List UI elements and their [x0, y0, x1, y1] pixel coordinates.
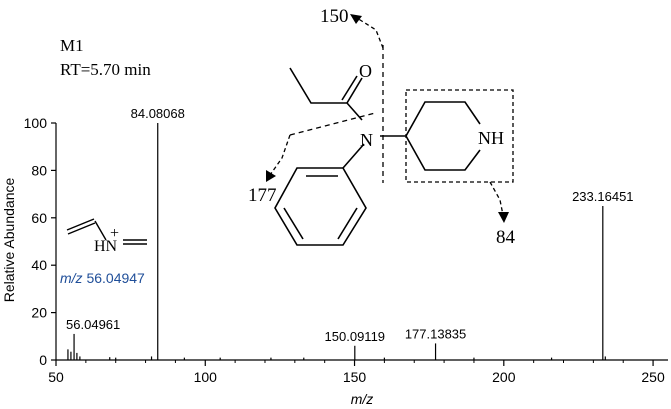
x-tick-label: 100 — [194, 369, 218, 385]
ion-mz-value: 56.04947 — [86, 270, 145, 286]
retention-time: RT=5.70 min — [60, 60, 151, 79]
arrow-177-path — [269, 134, 291, 176]
y-tick-label: 40 — [31, 257, 47, 273]
oxygen-atom: O — [359, 61, 372, 81]
peak-label: 84.08068 — [131, 106, 185, 121]
y-tick-label: 100 — [24, 115, 48, 131]
ion-charge: + — [110, 225, 119, 242]
nitrogen-atom: N — [360, 130, 373, 150]
ethyl-chain — [289, 67, 363, 121]
phenyl-double-3 — [337, 207, 358, 240]
x-tick-label: 50 — [48, 369, 64, 385]
peak-label: 177.13835 — [405, 326, 466, 341]
peak-labels: 56.04961 84.08068 150.09119 177.13835 233.16… — [66, 106, 633, 344]
ion-mz-label: m/z 56.04947 — [60, 270, 145, 286]
phenyl-ring — [274, 167, 367, 246]
peak-label: 233.16451 — [572, 189, 633, 204]
vinyl-bond-b — [67, 222, 96, 235]
axes — [55, 123, 668, 361]
y-tick-label: 0 — [39, 352, 47, 368]
cleavage-line-177 — [289, 112, 376, 136]
y-ticks: 0 20 40 60 80 100 — [24, 115, 56, 368]
x-tick-label: 250 — [641, 369, 665, 385]
fragment-label-177: 177 — [248, 185, 277, 206]
x-tick-label: 150 — [343, 369, 367, 385]
n-phenyl-bond — [342, 143, 365, 169]
ion-mz-prefix: m/z — [60, 270, 83, 286]
fragment-label-84: 84 — [496, 227, 516, 248]
peaks — [67, 123, 606, 360]
x-ticks: 50 100 150 200 250 — [48, 360, 665, 385]
arrow-84-path — [489, 181, 504, 216]
arrow-84-head — [498, 212, 509, 223]
fragment-label-150: 150 — [320, 6, 349, 27]
arrow-150-path — [356, 17, 384, 49]
ion-structure — [66, 218, 147, 245]
arrow-150-head — [350, 14, 362, 24]
amine-group: NH — [478, 128, 504, 148]
x-axis-label: m/z — [351, 391, 374, 407]
fragment-84-box — [405, 89, 514, 183]
arrow-177-head — [266, 170, 276, 182]
vinyl-bond-a — [66, 218, 95, 231]
ion-nitrogen: HN — [94, 238, 118, 255]
carbonyl-bond-2 — [341, 75, 358, 101]
y-tick-label: 20 — [31, 305, 47, 321]
peak-label: 150.09119 — [325, 329, 386, 344]
compound-name: M1 — [60, 36, 84, 55]
y-tick-label: 60 — [31, 210, 47, 226]
y-tick-label: 80 — [31, 162, 47, 178]
x-tick-label: 200 — [492, 369, 516, 385]
peak-label: 56.04961 — [66, 317, 120, 332]
chemical-structure — [266, 14, 514, 246]
y-axis-label: Relative Abundance — [1, 178, 17, 303]
piperidine-ring — [405, 101, 481, 137]
vinyl-to-n — [94, 220, 107, 241]
carbonyl-bond-1 — [346, 77, 363, 104]
piperidine-ring-lower — [405, 135, 481, 171]
phenyl-double-2 — [283, 207, 304, 240]
